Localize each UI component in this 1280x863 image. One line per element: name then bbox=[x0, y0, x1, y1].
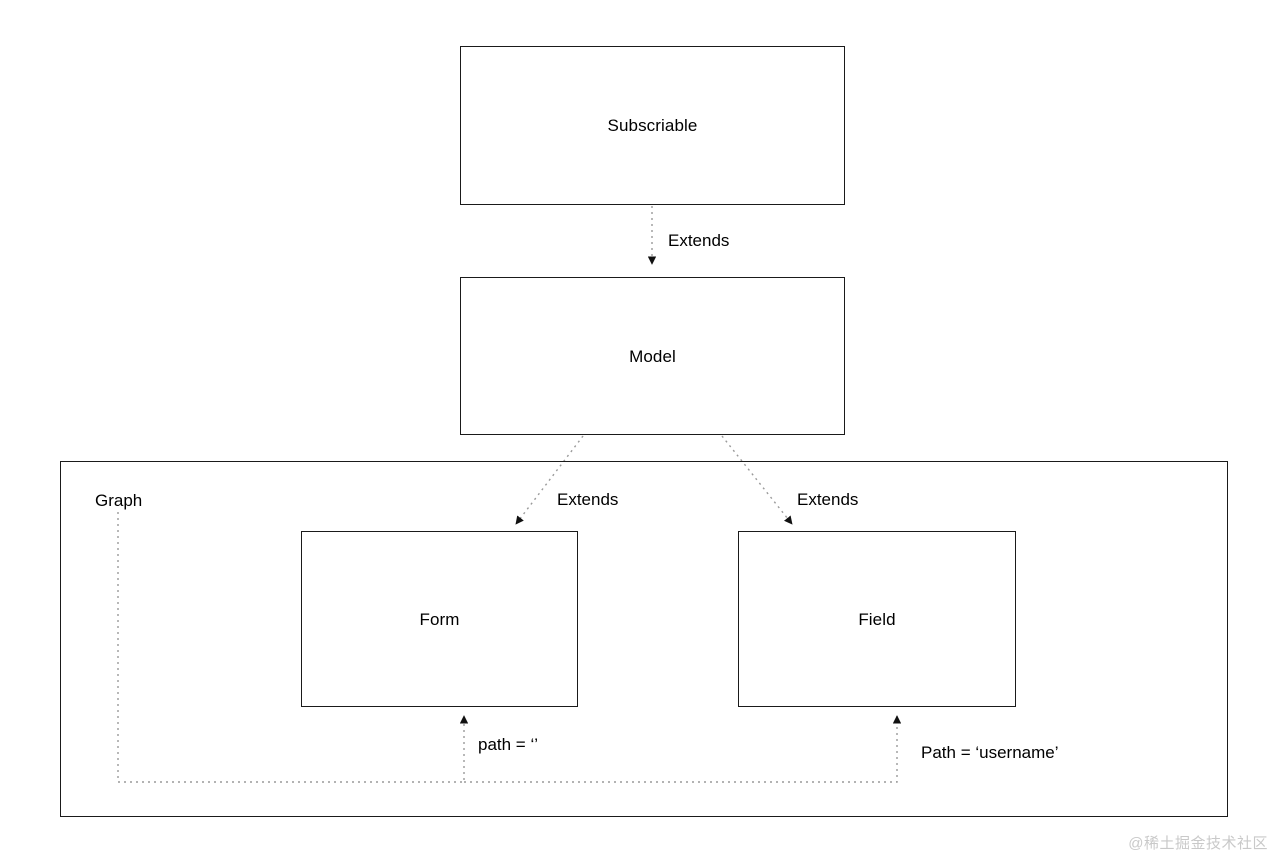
node-model[interactable]: Model bbox=[460, 277, 845, 435]
edge-graph-form bbox=[117, 512, 469, 783]
edge-label-model-field: Extends bbox=[797, 490, 859, 509]
edge-model-field bbox=[721, 435, 793, 525]
edge-label-subscriable-model: Extends bbox=[668, 231, 730, 250]
node-model-label: Model bbox=[629, 346, 676, 366]
edge-model-form bbox=[515, 435, 584, 525]
watermark: @稀土掘金技术社区 bbox=[1128, 835, 1268, 852]
edge-label-graph-form: path = ‘’ bbox=[478, 735, 539, 754]
node-form[interactable]: Form bbox=[301, 531, 578, 707]
node-subscriable-label: Subscriable bbox=[607, 116, 698, 135]
node-field[interactable]: Field bbox=[738, 531, 1016, 707]
graph-container bbox=[60, 461, 1228, 817]
node-subscriable[interactable]: Subscriable bbox=[460, 46, 845, 205]
graph-container-label: Graph bbox=[95, 491, 143, 510]
node-field-label: Field bbox=[858, 609, 896, 629]
edge-label-model-form: Extends bbox=[557, 490, 619, 509]
edge-graph-field bbox=[464, 715, 902, 783]
edge-label-graph-field: Path = ‘username’ bbox=[921, 743, 1059, 762]
node-form-label: Form bbox=[419, 609, 460, 629]
